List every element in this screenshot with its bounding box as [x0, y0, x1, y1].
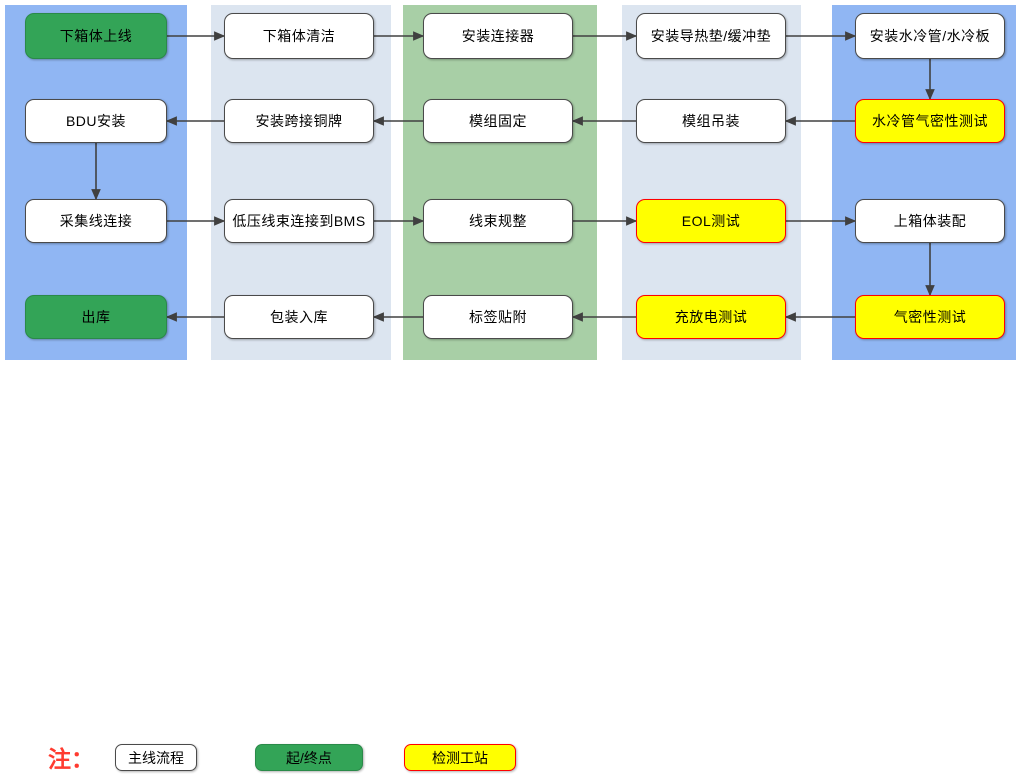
process-node-label: 模组固定 — [469, 112, 527, 129]
process-node-n05[interactable]: 安装水冷管/水冷板 — [855, 13, 1005, 59]
process-node-label: BDU安装 — [65, 112, 127, 129]
process-node-label: 安装连接器 — [461, 27, 535, 44]
legend-item-label: 主线流程 — [128, 749, 184, 766]
legend-main[interactable]: 主线流程 — [115, 744, 197, 771]
process-node-n16[interactable]: 气密性测试 — [855, 295, 1005, 339]
process-node-n01[interactable]: 下箱体上线 — [25, 13, 167, 59]
process-node-n07[interactable]: 模组吊装 — [636, 99, 786, 143]
process-node-n20[interactable]: 出库 — [25, 295, 167, 339]
process-node-n08[interactable]: 模组固定 — [423, 99, 573, 143]
process-node-label: 充放电测试 — [674, 308, 748, 325]
flowchart-canvas: 下箱体上线 下箱体清洁 安装连接器 安装导热垫/缓冲垫 安装水冷管/水冷板水冷管气密性测… — [0, 5, 1023, 772]
legend-terminal[interactable]: 起/终点 — [255, 744, 363, 771]
process-node-n02[interactable]: 下箱体清洁 — [224, 13, 374, 59]
process-node-label: 模组吊装 — [682, 112, 740, 129]
process-node-label: 上箱体装配 — [893, 212, 967, 229]
process-node-label: 安装水冷管/水冷板 — [869, 27, 991, 44]
process-node-n17[interactable]: 充放电测试 — [636, 295, 786, 339]
process-node-label: 线束规整 — [469, 212, 527, 229]
process-node-label: 下箱体清洁 — [262, 27, 336, 44]
process-node-label: 下箱体上线 — [59, 27, 133, 44]
process-node-label: EOL测试 — [681, 212, 741, 229]
process-node-n06[interactable]: 水冷管气密性测试 — [855, 99, 1005, 143]
process-node-n10[interactable]: BDU安装 — [25, 99, 167, 143]
process-node-label: 气密性测试 — [893, 308, 967, 325]
process-node-label: 低压线束连接到BMS — [232, 212, 366, 229]
legend: 注： 主线流程 起/终点 检测工站 — [0, 368, 1023, 772]
process-node-label: 安装跨接铜牌 — [255, 112, 343, 129]
process-node-label: 安装导热垫/缓冲垫 — [650, 27, 772, 44]
process-node-n04[interactable]: 安装导热垫/缓冲垫 — [636, 13, 786, 59]
process-node-n09[interactable]: 安装跨接铜牌 — [224, 99, 374, 143]
process-node-n03[interactable]: 安装连接器 — [423, 13, 573, 59]
legend-note-label: 注： — [48, 747, 94, 772]
process-node-label: 标签贴附 — [469, 308, 527, 325]
legend-item-label: 起/终点 — [286, 749, 332, 766]
process-node-n14[interactable]: EOL测试 — [636, 199, 786, 243]
process-node-n18[interactable]: 标签贴附 — [423, 295, 573, 339]
process-node-n13[interactable]: 线束规整 — [423, 199, 573, 243]
legend-test[interactable]: 检测工站 — [404, 744, 516, 771]
process-node-label: 包装入库 — [270, 308, 328, 325]
legend-item-label: 检测工站 — [432, 749, 488, 766]
process-node-label: 出库 — [81, 308, 111, 325]
process-node-n15[interactable]: 上箱体装配 — [855, 199, 1005, 243]
process-node-n19[interactable]: 包装入库 — [224, 295, 374, 339]
process-node-label: 采集线连接 — [59, 212, 133, 229]
process-node-n12[interactable]: 低压线束连接到BMS — [224, 199, 374, 243]
process-node-n11[interactable]: 采集线连接 — [25, 199, 167, 243]
process-node-label: 水冷管气密性测试 — [872, 112, 988, 129]
